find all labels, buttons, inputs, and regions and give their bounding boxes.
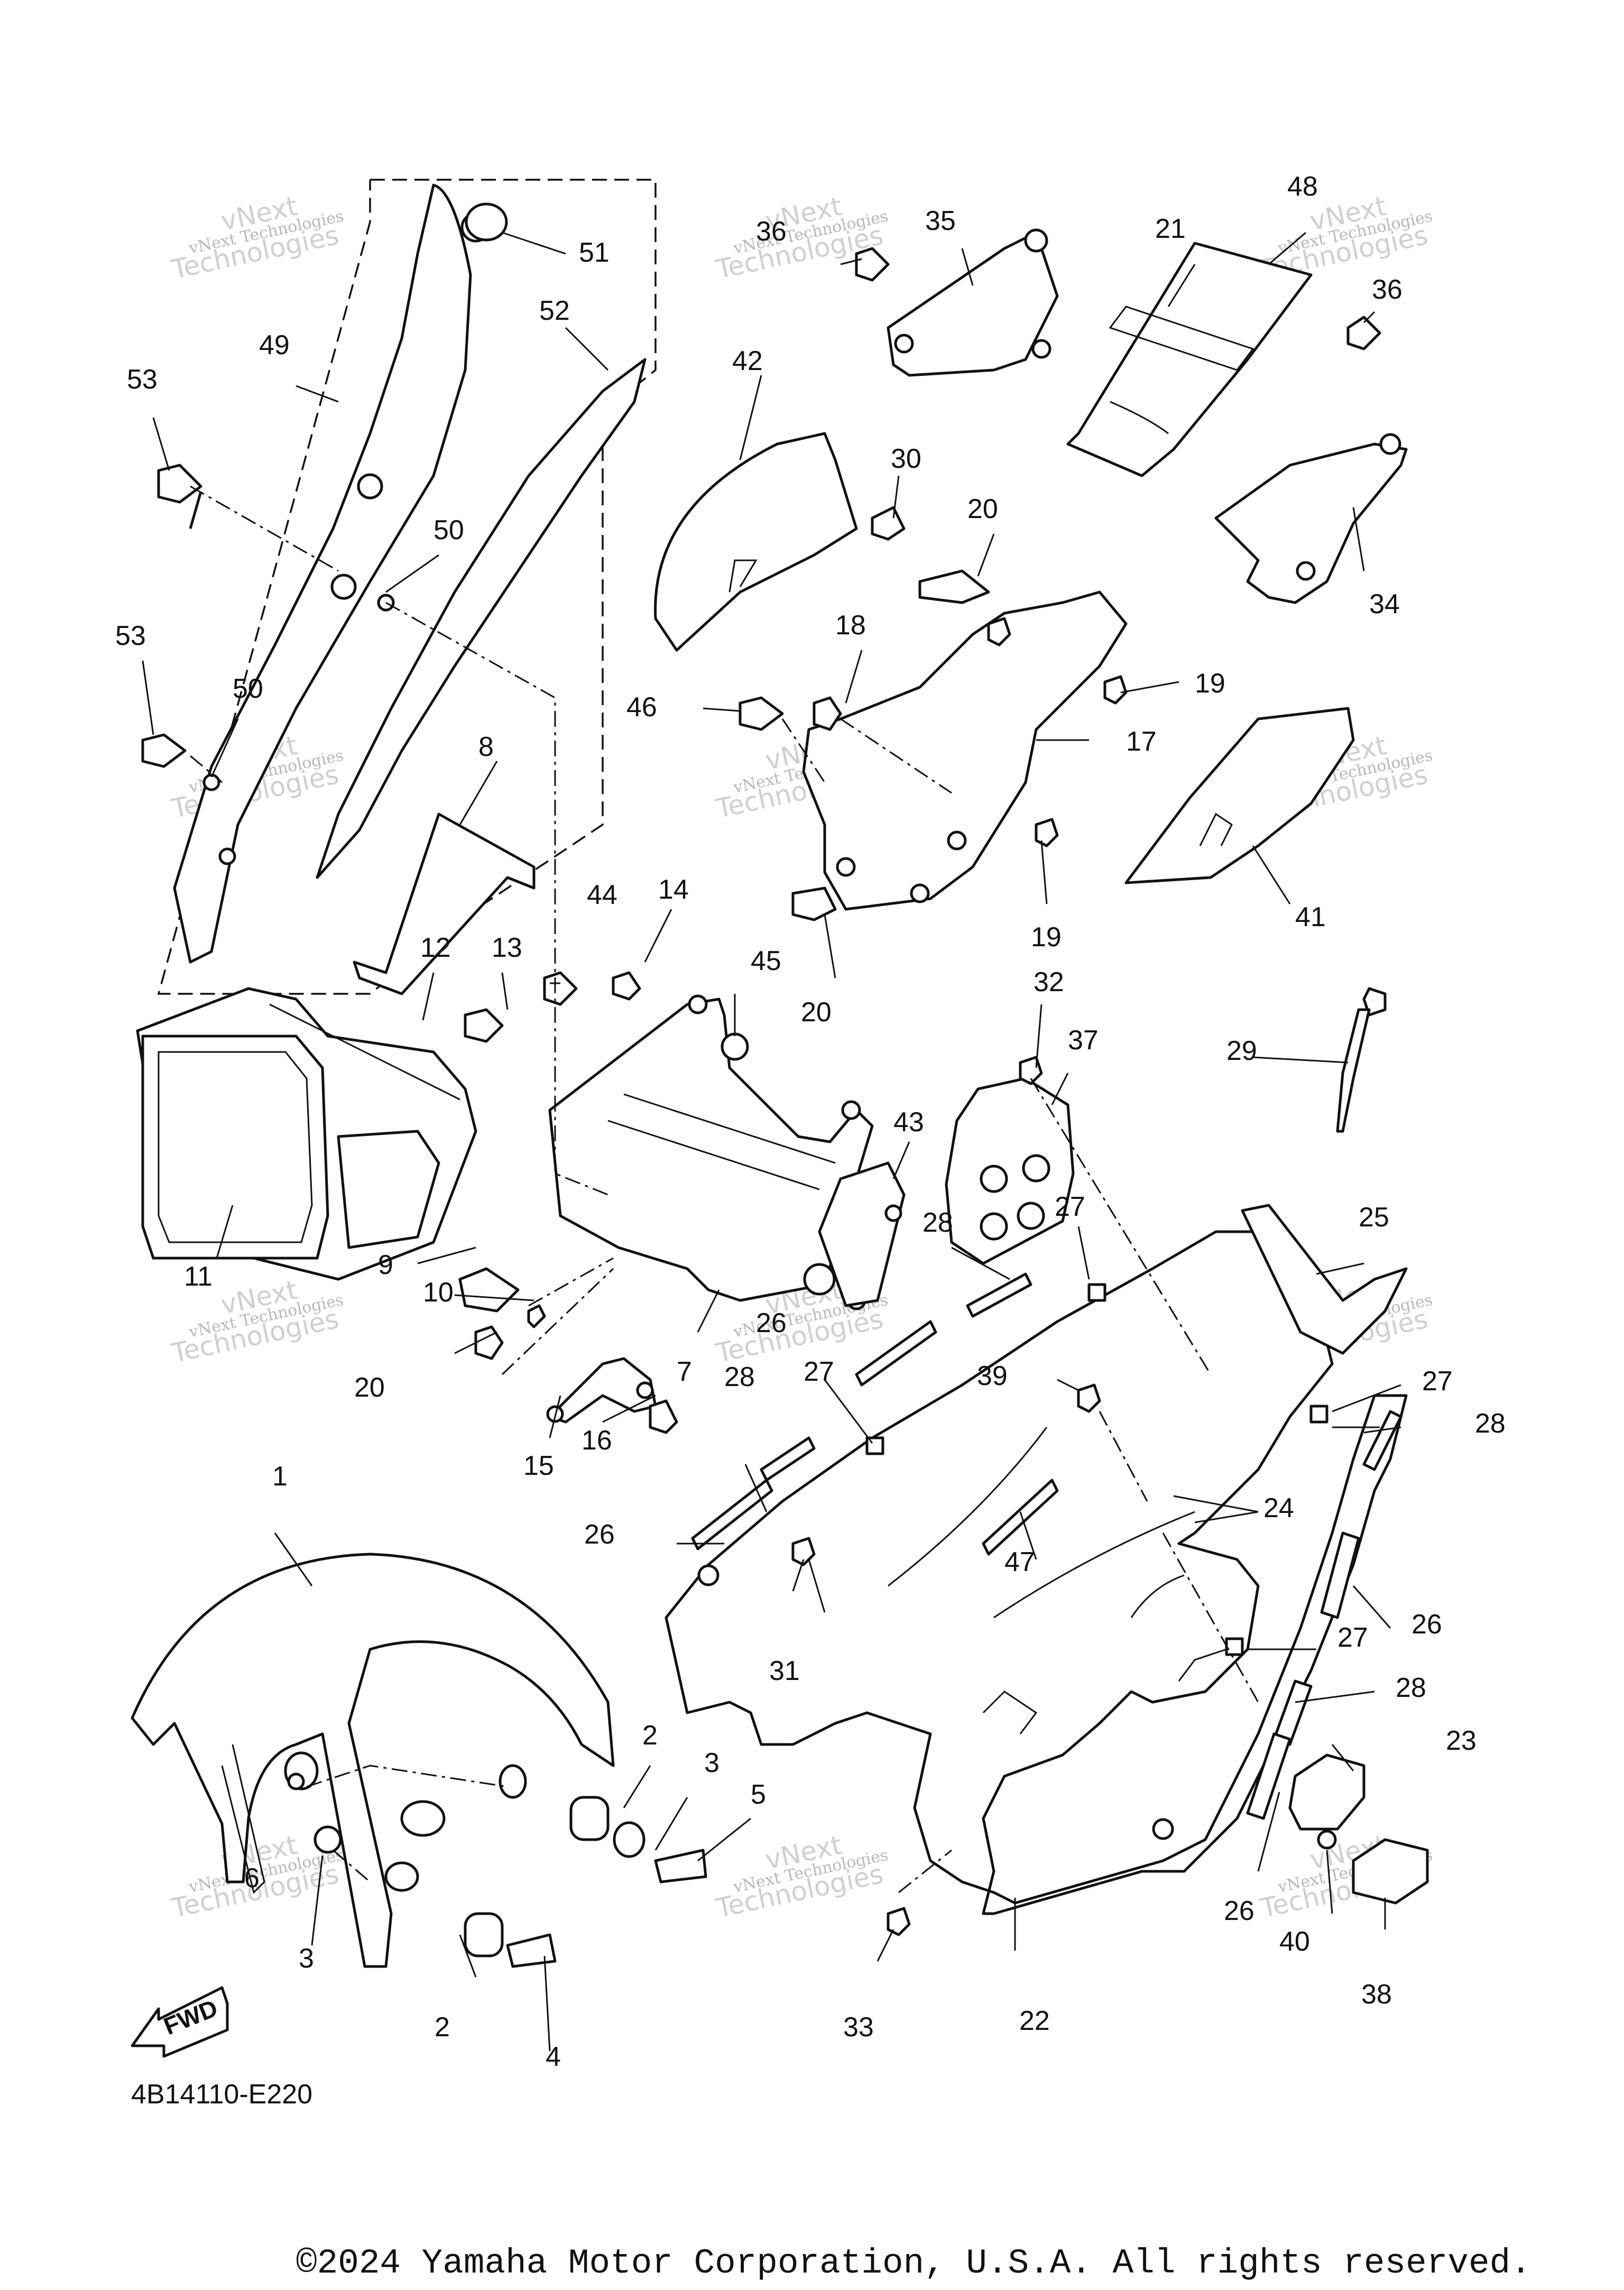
callout-3: 3: [704, 1748, 719, 1778]
callout-50: 50: [233, 673, 263, 704]
callout-48: 48: [1287, 171, 1318, 202]
fwd-arrow: FWD: [131, 1986, 229, 2058]
callout-27: 27: [1337, 1622, 1368, 1653]
callout-9: 9: [378, 1250, 393, 1280]
callout-23: 23: [1446, 1725, 1477, 1756]
callout-26: 26: [1411, 1609, 1442, 1640]
bracket-38: [1317, 1830, 1429, 1905]
callout-44: 44: [587, 880, 617, 910]
callout-2: 2: [435, 2012, 450, 2043]
bracket-43: [818, 1161, 906, 1307]
callout-28: 28: [1475, 1408, 1506, 1439]
callout-28: 28: [724, 1362, 755, 1392]
bracket-35: [887, 228, 1059, 377]
diagram-reference-code: 4B14110-E220: [131, 2079, 313, 2110]
leader-lines: [142, 232, 1401, 2052]
callout-7: 7: [677, 1356, 692, 1387]
callout-38: 38: [1361, 1979, 1392, 2010]
fender-hardware: [284, 1751, 707, 1968]
callout-18: 18: [835, 610, 866, 641]
callout-36: 36: [756, 216, 787, 247]
callout-numbers: 1 2 2 3 3 4 5 6 7 8 9 10 11 12 13 14 15 …: [115, 171, 1506, 2072]
callout-46: 46: [626, 692, 657, 723]
callout-27: 27: [1055, 1192, 1085, 1222]
callout-20: 20: [354, 1372, 385, 1403]
callout-29: 29: [1226, 1036, 1257, 1066]
copyright-notice: ©2024 Yamaha Motor Corporation, U.S.A. A…: [296, 2243, 1531, 2283]
callout-20: 20: [967, 494, 998, 524]
bracket-34: [1214, 433, 1408, 604]
callout-35: 35: [925, 206, 956, 236]
callout-28: 28: [1396, 1673, 1426, 1703]
inner-panel-42: [654, 432, 858, 652]
callout-52: 52: [539, 296, 570, 326]
callout-47: 47: [1004, 1547, 1035, 1577]
alignment-lines: [190, 485, 1259, 1894]
bracket-8: [353, 812, 536, 995]
callout-45: 45: [751, 946, 781, 976]
callout-49: 49: [259, 330, 290, 361]
fasteners: [141, 202, 1381, 1936]
callout-42: 42: [732, 346, 763, 376]
side-cowling-group: [157, 179, 657, 995]
callout-27: 27: [804, 1356, 834, 1387]
callout-50: 50: [433, 515, 464, 546]
main-stay: [548, 994, 874, 1310]
callout-12: 12: [420, 932, 451, 963]
callout-53: 53: [115, 621, 146, 651]
callout-26: 26: [756, 1308, 787, 1338]
callout-8: 8: [478, 732, 494, 762]
brace-15: [546, 1357, 657, 1424]
duct-21: [1066, 242, 1313, 477]
callout-26: 26: [584, 1519, 615, 1550]
callout-26: 26: [1224, 1896, 1254, 1926]
callout-16: 16: [582, 1425, 612, 1456]
callout-51: 51: [579, 237, 610, 268]
callout-4: 4: [546, 2042, 561, 2072]
callout-27: 27: [1422, 1366, 1453, 1397]
plate-23: [1288, 1753, 1365, 1831]
callout-21: 21: [1155, 214, 1186, 244]
callout-40: 40: [1279, 1926, 1310, 1957]
callout-19: 19: [1195, 668, 1225, 699]
callout-34: 34: [1369, 589, 1400, 620]
air-duct: [136, 987, 477, 1281]
callout-3: 3: [299, 1943, 314, 1974]
inner-panel-41: [1124, 707, 1355, 884]
callout-6: 6: [244, 1863, 260, 1894]
upper-bracket: [802, 590, 1128, 911]
trim-strips: [691, 1272, 1402, 1820]
callout-30: 30: [891, 444, 921, 474]
callout-33: 33: [843, 2012, 874, 2043]
callout-36: 36: [1372, 274, 1402, 305]
callout-32: 32: [1034, 967, 1064, 998]
cable-tie: [1336, 987, 1387, 1133]
callout-14: 14: [658, 874, 689, 905]
callout-25: 25: [1359, 1202, 1389, 1233]
callout-17: 17: [1126, 726, 1157, 757]
callout-10: 10: [423, 1277, 454, 1308]
callout-20: 20: [801, 997, 832, 1028]
callout-15: 15: [523, 1451, 554, 1481]
callout-43: 43: [893, 1107, 924, 1138]
callout-24: 24: [1263, 1493, 1294, 1523]
callout-37: 37: [1068, 1025, 1099, 1056]
callout-31: 31: [769, 1656, 800, 1686]
callout-39: 39: [977, 1361, 1008, 1391]
callout-11: 11: [184, 1261, 213, 1292]
callout-2: 2: [642, 1720, 658, 1751]
front-fender: [131, 1553, 615, 1968]
callout-5: 5: [751, 1779, 766, 1810]
callout-1: 1: [272, 1461, 288, 1492]
callout-19: 19: [1031, 922, 1062, 953]
callout-41: 41: [1295, 902, 1326, 932]
callout-28: 28: [922, 1207, 953, 1238]
side-panel-25: [1241, 1204, 1408, 1355]
callout-53: 53: [127, 364, 158, 395]
callout-22: 22: [1019, 2006, 1050, 2036]
bracket-37: [945, 1077, 1075, 1265]
callout-13: 13: [492, 932, 522, 963]
